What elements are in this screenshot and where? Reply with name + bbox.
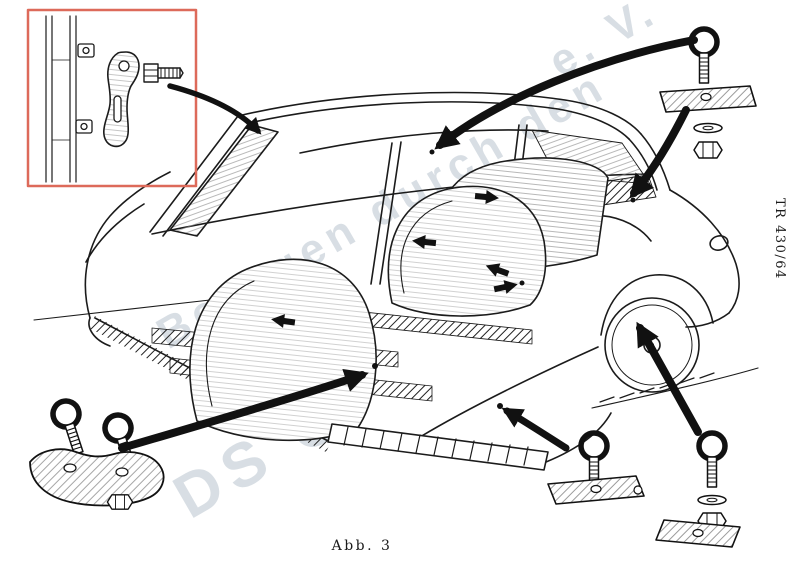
pointer-arrow-rear-shelf xyxy=(629,106,690,199)
eyebolt-assembly-top-right xyxy=(659,29,757,159)
car-rear-profile xyxy=(84,171,171,319)
figure-caption: Abb. 3 xyxy=(331,538,393,554)
pointer-arrows xyxy=(118,36,702,452)
pillar-lines xyxy=(45,15,77,183)
plate-hole xyxy=(700,92,712,102)
pillar-bolt-lower xyxy=(75,119,93,134)
car-c-pillar xyxy=(149,115,250,237)
car-rear-bumper xyxy=(88,317,111,347)
plate-hole xyxy=(115,467,129,477)
pillar-bolt-upper xyxy=(77,43,95,58)
anchor-assembly-bottom-left xyxy=(29,398,165,510)
car-ground-line-rear xyxy=(33,299,211,321)
plate-hole xyxy=(692,528,704,538)
pointer-arrow-floor-front xyxy=(501,407,570,452)
ground-line-front xyxy=(591,367,759,409)
detail-inset-frame xyxy=(26,8,198,188)
car-wheel-arch xyxy=(600,274,714,336)
pointer-arrow-floor-left xyxy=(118,369,369,452)
b-pillar-rail-1 xyxy=(370,141,402,285)
pillar-ticks xyxy=(51,59,71,141)
pointer-arrow-sill-right xyxy=(636,321,702,436)
roof-bow xyxy=(299,129,549,154)
watermark-text: e. V. xyxy=(541,0,666,87)
car-front-lower xyxy=(685,312,730,328)
front-seat-left xyxy=(189,258,377,442)
front-floor-edge xyxy=(545,412,612,463)
pointer-arrow-top-roof xyxy=(434,36,698,150)
car-trunk-line xyxy=(85,203,145,263)
rear-quarter-window xyxy=(169,124,279,237)
car-illustration xyxy=(33,91,759,471)
ground-hatch-ticks xyxy=(599,372,715,403)
car-rocker-line xyxy=(419,346,599,438)
eyebolt-assembly-bottom-right xyxy=(655,433,741,548)
headlight xyxy=(709,235,729,251)
pointer-arrow-inset xyxy=(167,83,262,135)
anchor-bolt xyxy=(143,63,184,83)
belt-anchor-points xyxy=(372,149,636,409)
rocker-sill xyxy=(327,423,549,471)
car-hood xyxy=(669,189,740,314)
plate-screw xyxy=(633,485,643,495)
plate-hole xyxy=(63,463,77,473)
detail-inset xyxy=(26,8,198,188)
car-roofline xyxy=(237,91,642,135)
reference-code: TR 430/64 xyxy=(772,198,787,280)
eyebolt-assembly-bottom-center xyxy=(547,433,645,505)
plate-hole xyxy=(590,484,602,494)
anchor-strap xyxy=(103,51,140,148)
